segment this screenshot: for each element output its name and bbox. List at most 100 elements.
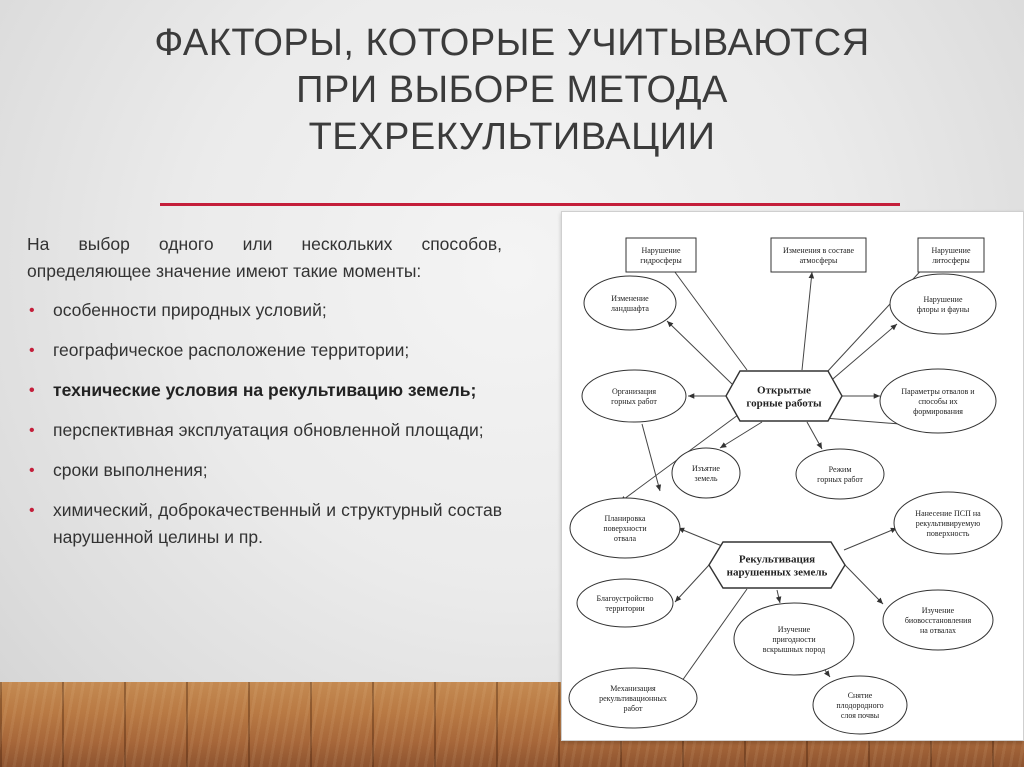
diagram-label-line: земель <box>695 474 718 483</box>
diagram-label-line: Параметры отвалов и <box>901 387 975 396</box>
diagram-node-atmo <box>770 237 867 273</box>
diagram-label-line: Механизация <box>610 684 656 693</box>
diagram-label-line: Рекультивация <box>739 553 815 565</box>
diagram-node-mech <box>568 667 698 729</box>
diagram-label-line: литосферы <box>932 256 970 265</box>
diagram-label-line: на отвалах <box>920 626 956 635</box>
diagram-label-line: формирования <box>913 407 963 416</box>
diagram-label-line: способы их <box>918 397 957 406</box>
diagram-node-improve <box>576 578 674 628</box>
diagram-label-line: атмосферы <box>800 256 838 265</box>
diagram-label-line: Изъятие <box>692 464 720 473</box>
diagram-arrow <box>719 421 763 449</box>
diagram-arrow <box>641 423 662 492</box>
diagram-node-open-pit <box>725 370 843 422</box>
title-line: ТЕХРЕКУЛЬТИВАЦИИ <box>308 116 716 158</box>
diagram-label-line: Изучение <box>778 625 811 634</box>
diagram-node-hydro <box>625 237 697 273</box>
factor-item: особенности природных условий; <box>27 297 502 324</box>
diagram-label-line: Нарушение <box>931 246 970 255</box>
diagram-node-litho <box>917 237 985 273</box>
diagram-label-line: плодородного <box>836 701 883 710</box>
diagram-label-line: поверхность <box>927 529 970 538</box>
factor-list: особенности природных условий; географич… <box>27 297 502 551</box>
diagram-label-line: Открытые <box>757 384 811 396</box>
factor-item: технические условия на рекультивацию зем… <box>27 377 502 404</box>
diagram-label-line: горных работ <box>817 475 863 484</box>
diagram-node-planning <box>569 497 681 559</box>
diagram-label-line: поверхности <box>603 524 647 533</box>
diagram-label-line: Нарушение <box>641 246 680 255</box>
factor-item: сроки выполнения; <box>27 457 502 484</box>
diagram-label-line: работ <box>623 704 643 713</box>
diagram-node-regime <box>795 448 885 500</box>
diagram-node-recult <box>708 541 846 589</box>
factor-item: перспективная эксплуатация обновленной п… <box>27 417 502 444</box>
intro-text: На выбор одного или нескольких способов,… <box>27 234 502 281</box>
diagram-node-params <box>879 368 997 434</box>
diagram-label-line: нарушенных земель <box>727 566 828 578</box>
diagram-arrow <box>806 421 823 450</box>
diagram-node-seizure <box>671 447 741 499</box>
diagram-arrow <box>676 588 748 689</box>
diagram-label-line: биовосстановления <box>905 616 972 625</box>
diagram-label-line: горные работы <box>746 397 822 409</box>
diagram-label-line: рекультивируемую <box>916 519 981 528</box>
diagram-node-org <box>581 369 687 423</box>
diagram-node-study-rocks <box>733 602 855 676</box>
diagram-label-line: Изучение <box>922 606 955 615</box>
diagram-label-line: ландшафта <box>611 304 649 313</box>
title-line: ПРИ ВЫБОРЕ МЕТОДА <box>296 69 728 111</box>
diagram-arrow <box>826 323 898 385</box>
diagram-node-landscape <box>583 275 677 331</box>
diagram-label-line: Организация <box>612 387 656 396</box>
diagram-label-line: рекультивационных <box>599 694 667 703</box>
factor-item: географическое расположение территории; <box>27 337 502 364</box>
diagram-label-line: слоя почвы <box>841 711 880 720</box>
diagram-arrow <box>666 320 733 385</box>
diagram-arrow <box>674 564 710 603</box>
diagram-label-line: отвала <box>614 534 637 543</box>
diagram-label-line: Режим <box>829 465 852 474</box>
diagram-node-soil <box>812 675 908 735</box>
diagram-arrow <box>801 271 815 371</box>
slide-title: ФАКТОРЫ, КОТОРЫЕ УЧИТЫВАЮТСЯ ПРИ ВЫБОРЕ … <box>140 20 884 161</box>
diagram-label-line: Изменения в составе <box>783 246 854 255</box>
diagram-node-psp <box>893 491 1003 555</box>
diagram-arrow <box>775 589 782 604</box>
diagram-label-line: Нанесение ПСП на <box>915 509 981 518</box>
title-line: ФАКТОРЫ, КОТОРЫЕ УЧИТЫВАЮТСЯ <box>154 22 870 64</box>
diagram-label-line: Благоустройство <box>596 594 653 603</box>
title-divider <box>160 203 900 206</box>
diagram-label-line: гидросферы <box>640 256 682 265</box>
diagram-label-line: флоры и фауны <box>917 305 970 314</box>
diagram-label-line: Планировка <box>605 514 646 523</box>
diagram-label-line: пригодности <box>772 635 816 644</box>
diagram-label-line: территории <box>605 604 645 613</box>
diagram-label-line: вскрышных пород <box>763 645 825 654</box>
diagram-label-line: Снятие <box>848 691 873 700</box>
diagram-label-line: горных работ <box>611 397 657 406</box>
diagram-arrow <box>844 564 884 605</box>
diagram-label-line: Изменение <box>611 294 649 303</box>
